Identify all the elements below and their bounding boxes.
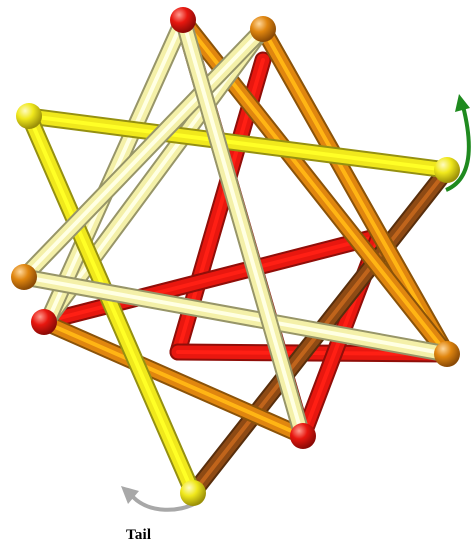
joint-yellow-right bbox=[434, 157, 460, 183]
joint-yellow-bottom bbox=[180, 480, 206, 506]
joint-orange-left bbox=[11, 264, 37, 290]
joint-orange-right bbox=[434, 341, 460, 367]
joint-red-top bbox=[170, 7, 196, 33]
tail-label: Tail bbox=[126, 527, 151, 544]
joint-red-bottom bbox=[290, 423, 316, 449]
joint-yellow-topleft bbox=[16, 103, 42, 129]
joint-orange-top bbox=[250, 16, 276, 42]
joint-red-left bbox=[31, 309, 57, 335]
